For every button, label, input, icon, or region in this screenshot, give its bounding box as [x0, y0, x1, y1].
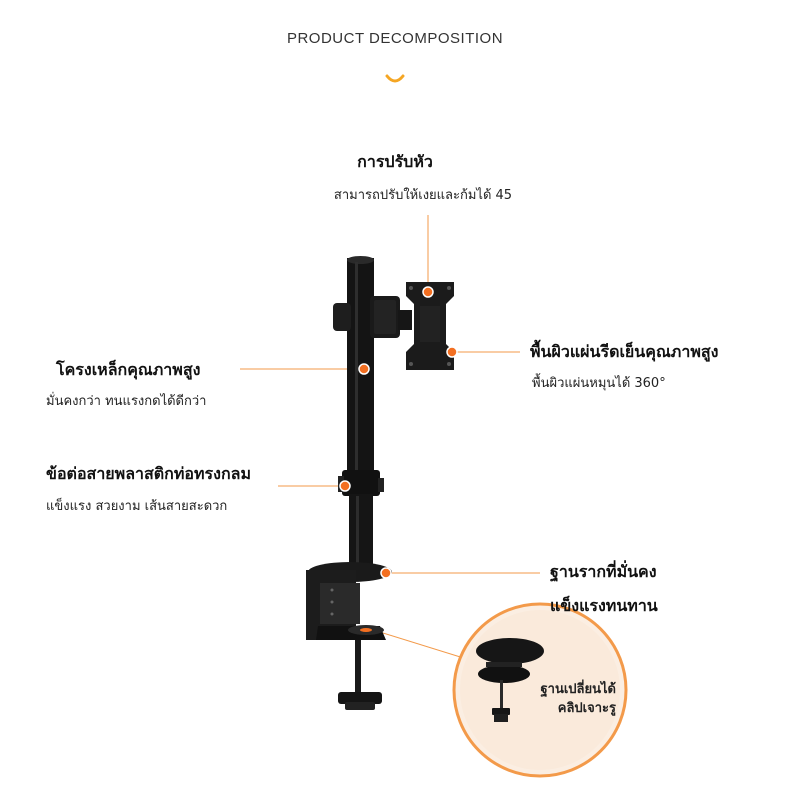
- lower-pole: [349, 494, 373, 568]
- desk-clamp: [306, 570, 356, 640]
- inset-caption-line2: คลิปเจาะรู: [557, 701, 616, 716]
- page-title: PRODUCT DECOMPOSITION: [286, 30, 504, 47]
- label-cable-clip-title: ข้อต่อสายพลาสติกท่อทรงกลม: [46, 464, 251, 483]
- label-head-adjust-subtitle: สามารถปรับให้เงยและก้มได้ 45: [333, 188, 513, 203]
- smile-icon: [385, 74, 405, 83]
- label-cable-clip-subtitle: แข็งแรง สวยงาม เส้นสายสะดวก: [46, 499, 228, 514]
- cable-clip-collar: [342, 470, 380, 496]
- inset-caption: ฐานเปลี่ยนได้ คลิปเจาะรู: [500, 680, 616, 718]
- label-head-adjust-title: การปรับหัว: [357, 152, 433, 171]
- tilt-knob: [333, 303, 351, 331]
- dot-base: [380, 567, 392, 579]
- label-steel-frame-title: โครงเหล็กคุณภาพสูง: [56, 360, 201, 379]
- inset-caption-line1: ฐานเปลี่ยนได้: [540, 682, 616, 697]
- label-vesa-plate-title: พื้นผิวแผ่นรีดเย็นคุณภาพสูง: [530, 342, 719, 361]
- label-base-subtitle: แข็งแรงทนทาน: [550, 596, 658, 615]
- label-base-title: ฐานรากที่มั่นคง: [550, 562, 657, 581]
- inset-disc-bottom: [478, 665, 530, 683]
- clamp-handle: [338, 692, 382, 704]
- inset-disc-top: [476, 638, 544, 664]
- label-steel-frame-subtitle: มั่นคงกว่า ทนแรงกดได้ดีกว่า: [46, 394, 207, 409]
- dot-vesa: [446, 346, 458, 358]
- dot-head: [422, 286, 434, 298]
- connector-line-inset: [366, 627, 471, 661]
- inset-bolt: [492, 708, 510, 715]
- dot-clip: [339, 480, 351, 492]
- dot-steel: [358, 363, 370, 375]
- label-vesa-plate-subtitle: พื้นผิวแผ่นหมุนได้ 360°: [532, 376, 666, 391]
- clamp-screw: [355, 640, 361, 698]
